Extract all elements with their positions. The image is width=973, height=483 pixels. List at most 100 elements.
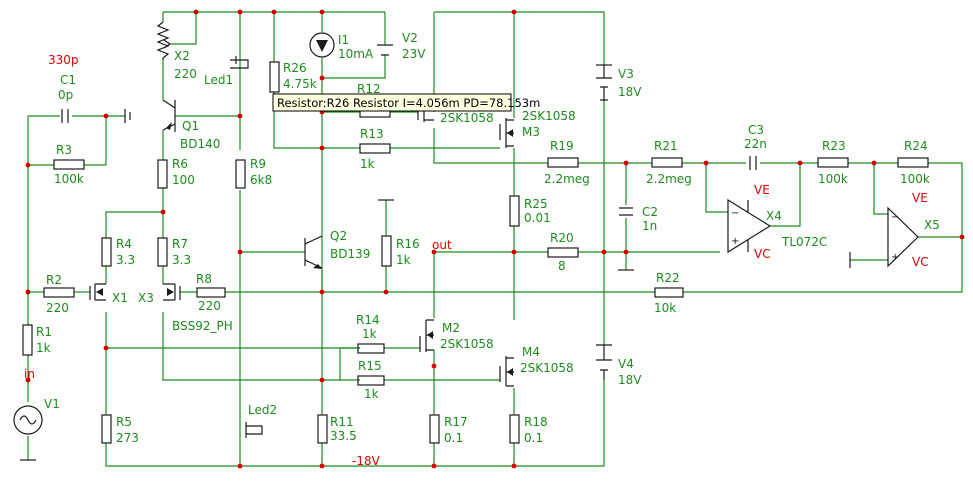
label-R24: R24 — [904, 139, 928, 153]
resistor-R9 — [235, 159, 246, 189]
label-R20-val: 8 — [558, 259, 566, 273]
resistor-R1 — [22, 324, 33, 356]
resistor-R11 — [317, 414, 328, 444]
transistor-Q2 — [304, 235, 323, 269]
label-X5-VE: VE — [912, 191, 928, 205]
resistor-R26 — [269, 61, 280, 93]
label-M3-part: 2SK1058 — [522, 109, 576, 123]
label-C1-val: 0p — [58, 88, 73, 102]
battery-V4 — [596, 344, 612, 380]
svg-text:−: − — [731, 208, 739, 219]
label-X3: X3 — [138, 291, 154, 305]
label-R2: R2 — [46, 273, 62, 287]
capacitor-C2 — [619, 207, 633, 216]
label-R7-val: 3.3 — [172, 253, 191, 267]
label-C3: C3 — [748, 123, 764, 137]
label-R21-val: 2.2meg — [646, 172, 692, 186]
label-X4: X4 — [766, 209, 782, 223]
resistor-R17 — [429, 414, 440, 444]
potentiometer-X2 — [156, 21, 171, 60]
label-R20: R20 — [550, 231, 574, 245]
label-R11-val: 33.5 — [330, 429, 357, 443]
label-I1-val: 10mA — [338, 47, 374, 61]
mosfet-M3 — [499, 118, 514, 148]
svg-text:+: + — [891, 252, 899, 263]
label-in: in — [24, 367, 35, 381]
nodes — [25, 9, 965, 469]
label-R4-val: 3.3 — [116, 253, 135, 267]
label-R9: R9 — [250, 157, 266, 171]
label-V3-val: 18V — [618, 85, 642, 99]
ground-symbol-c1 — [124, 109, 131, 123]
label-R18: R18 — [524, 415, 548, 429]
label-C2-val: 1n — [642, 219, 657, 233]
label-C1-alt: 330p — [48, 53, 79, 67]
label-R22-val: 10k — [654, 301, 676, 315]
label-minus18: -18V — [352, 454, 381, 468]
mosfet-X3 — [163, 283, 181, 301]
label-R8-val: 220 — [198, 299, 221, 313]
resistor-R22 — [654, 287, 684, 298]
label-R23-val: 100k — [818, 172, 848, 186]
resistor-R21 — [651, 157, 683, 168]
label-R14: R14 — [356, 313, 380, 327]
tooltip-text: Resistor:R26 Resistor I=4.056m PD=78.153… — [277, 96, 540, 110]
label-R3-val: 100k — [54, 172, 84, 186]
label-C1: C1 — [60, 73, 76, 87]
opamp-X5: − + — [887, 206, 919, 268]
opamp-X4: − + — [727, 198, 772, 254]
label-V4: V4 — [618, 357, 634, 371]
label-Q2-val: BD139 — [330, 247, 370, 261]
label-M4-part: 2SK1058 — [520, 361, 574, 375]
label-R26: R26 — [283, 61, 307, 75]
label-R24-val: 100k — [900, 172, 930, 186]
label-X4-VE: VE — [754, 183, 770, 197]
components: − + − + — [13, 21, 929, 461]
resistor-R20 — [547, 247, 579, 258]
label-R14-val: 1k — [362, 327, 377, 341]
label-R12: R12 — [357, 82, 381, 96]
label-Q1-val: BD140 — [180, 137, 220, 151]
resistor-R19 — [547, 157, 579, 168]
label-C2: C2 — [642, 205, 658, 219]
svg-text:−: − — [891, 212, 899, 223]
label-R21: R21 — [654, 139, 678, 153]
label-R23: R23 — [822, 139, 846, 153]
label-R5: R5 — [116, 415, 132, 429]
label-V1: V1 — [44, 397, 60, 411]
label-R1: R1 — [36, 325, 52, 339]
label-BSS92: BSS92_PH — [172, 319, 233, 333]
label-R18-val: 0.1 — [524, 431, 543, 445]
label-R15: R15 — [358, 359, 382, 373]
resistor-R4 — [101, 237, 112, 267]
label-R11: R11 — [330, 415, 354, 429]
label-R13: R13 — [360, 127, 384, 141]
led-Led1 — [230, 56, 249, 69]
resistor-R6 — [157, 159, 168, 189]
resistor-R23 — [817, 157, 849, 168]
label-R16: R16 — [396, 237, 420, 251]
label-R2-val: 220 — [46, 301, 69, 315]
label-R13-val: 1k — [360, 157, 375, 171]
mosfet-M4 — [499, 356, 514, 387]
label-R8: R8 — [196, 272, 212, 286]
resistor-R14 — [357, 343, 385, 354]
label-R16-val: 1k — [396, 253, 411, 267]
svg-text:+: + — [731, 236, 739, 247]
label-M2-part: 2SK1058 — [440, 337, 494, 351]
current-source-I1 — [309, 32, 335, 58]
label-out: out — [432, 238, 452, 252]
label-Q2: Q2 — [330, 229, 347, 243]
label-V2-val: 23V — [402, 47, 426, 61]
resistor-R3 — [53, 159, 85, 170]
label-R1-val: 1k — [36, 341, 51, 355]
label-X5-VC: VC — [912, 255, 929, 269]
label-R6: R6 — [172, 157, 188, 171]
label-R9-val: 6k8 — [250, 173, 272, 187]
label-R4: R4 — [116, 237, 132, 251]
label-V4-val: 18V — [618, 373, 642, 387]
label-X2: X2 — [174, 49, 190, 63]
battery-V2 — [377, 44, 393, 56]
label-R5-val: 273 — [116, 431, 139, 445]
